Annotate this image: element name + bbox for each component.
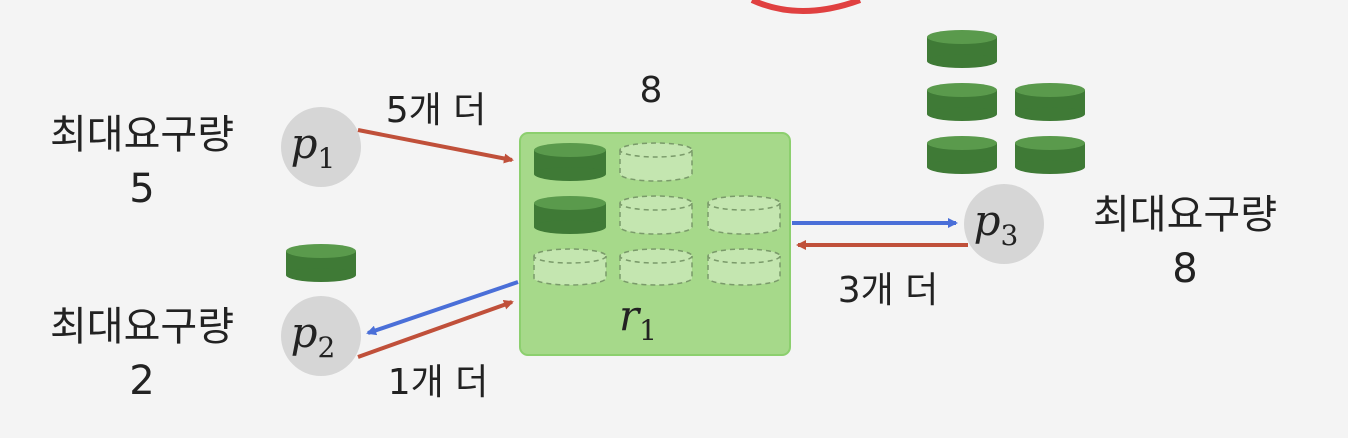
- resource-unit-empty-6: [707, 248, 781, 286]
- p1-request-label: 5개 더: [386, 90, 487, 131]
- p3-held-unit-3: [1015, 83, 1085, 121]
- resource-unit-filled-2: [534, 196, 606, 234]
- p3-name: p3: [974, 196, 1019, 252]
- p2-process-node: [281, 296, 361, 376]
- p3-process-node: [964, 184, 1044, 264]
- p3-max-label: 최대요구량: [1093, 192, 1277, 238]
- resource-name: r1: [619, 291, 657, 347]
- top-accent-mark: [750, 0, 862, 14]
- p3-held-unit-4: [927, 136, 997, 174]
- p3-held-unit-2: [927, 83, 997, 121]
- resource-box: [519, 132, 791, 356]
- resource-unit-empty-5: [619, 248, 693, 286]
- p2-max-value: 2: [129, 358, 154, 404]
- resource-unit-filled-1: [534, 143, 606, 181]
- resource-total: 8: [640, 70, 663, 111]
- p3-held-units: [927, 30, 1085, 174]
- p1-name: p1: [291, 119, 336, 175]
- resource-unit-empty-1: [619, 142, 693, 182]
- p2-request-arrow: [357, 299, 514, 359]
- p2-held-unit: [286, 244, 356, 282]
- p2-max-label: 최대요구량: [50, 304, 234, 350]
- p3-max-value: 8: [1172, 246, 1197, 292]
- p3-held-unit-1: [927, 30, 997, 68]
- p1-request-arrow: [357, 128, 514, 164]
- resource-unit-empty-3: [707, 195, 781, 235]
- resource-unit-empty-2: [619, 195, 693, 235]
- p1-max-value: 5: [129, 166, 154, 212]
- p2-request-label: 1개 더: [388, 362, 489, 403]
- p1-process-node: [281, 107, 361, 187]
- p1-max-label: 최대요구량: [50, 112, 234, 158]
- p3-request-label: 3개 더: [838, 270, 939, 311]
- resource-unit-empty-4: [533, 248, 607, 286]
- p2-allocation-arrow: [366, 280, 519, 336]
- p2-name: p2: [291, 308, 336, 364]
- p3-held-unit-5: [1015, 136, 1085, 174]
